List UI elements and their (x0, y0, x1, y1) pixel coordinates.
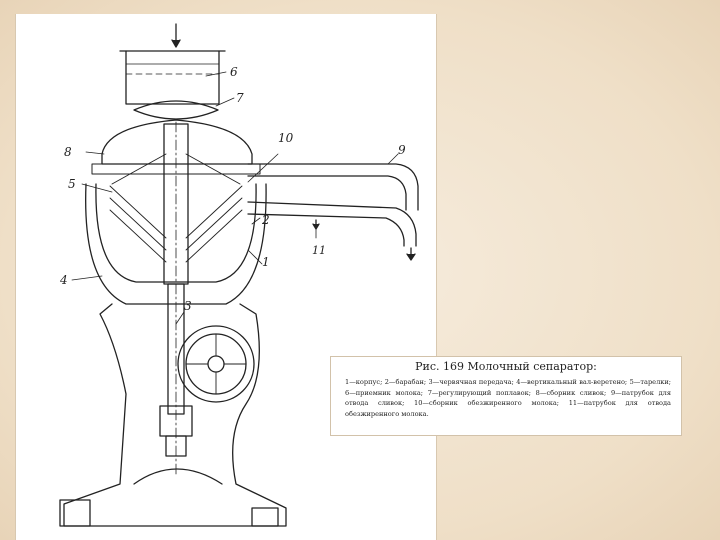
callout-6: 6 (230, 65, 238, 79)
caption-title: Рис. 169 Молочный сепаратор: (415, 360, 597, 373)
stand-frame (63, 303, 287, 527)
cream-outlet-pipe (247, 163, 419, 211)
spindle (167, 283, 185, 415)
callout-10: 10 (278, 131, 294, 145)
stand-arch (133, 468, 223, 485)
figure-caption: Рис. 169 Молочный сепаратор: 1—корпус; 2… (330, 356, 682, 436)
regulating-float (133, 100, 219, 120)
separator-drawing: 6 7 8 10 9 5 2 11 1 4 3 (59, 23, 419, 527)
drawing-sheet: 6 7 8 10 9 5 2 11 1 4 3 (15, 14, 437, 540)
worm-gear (177, 325, 255, 403)
callout-7: 7 (236, 91, 244, 105)
foot-bolt-left (59, 499, 91, 527)
callout-9: 9 (398, 143, 406, 157)
skim-milk-pipe (247, 201, 417, 247)
callout-3: 3 (184, 299, 192, 313)
callout-11: 11 (312, 244, 326, 257)
drum-body (95, 183, 257, 283)
foot-bolt-right (251, 507, 279, 527)
inlet-arrow-head (171, 39, 181, 48)
leader-lines (71, 71, 399, 325)
cream-collector (101, 119, 253, 165)
milk-receiver (119, 50, 226, 105)
callout-1: 1 (262, 255, 270, 269)
callout-8: 8 (64, 145, 72, 159)
caption-legend: 1—корпус; 2—барабан; 3—червячная передач… (345, 378, 671, 418)
housing (85, 183, 267, 305)
separator-discs (109, 153, 243, 263)
callout-2: 2 (261, 213, 270, 227)
callout-4: 4 (59, 273, 68, 287)
callout-5: 5 (68, 177, 76, 191)
